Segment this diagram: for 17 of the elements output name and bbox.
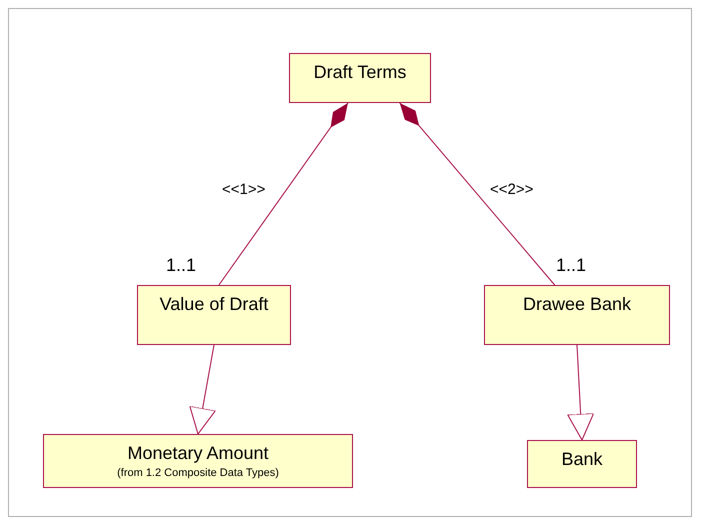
class-note: (from 1.2 Composite Data Types) [116, 467, 280, 479]
class-box [484, 285, 670, 345]
composition-line [218, 102, 348, 286]
multiplicity-label: 1..1 [166, 255, 196, 276]
class-name: Draft Terms [312, 62, 408, 83]
class-box [137, 285, 291, 345]
class-name: Monetary Amount [126, 443, 270, 464]
generalization-arrow [189, 344, 216, 434]
class-box [43, 434, 353, 488]
class-name: Drawee Bank [522, 294, 632, 315]
class-name: Value of Draft [158, 294, 270, 315]
multiplicity-label: 1..1 [556, 255, 586, 276]
composition-line [399, 102, 556, 286]
class-box [289, 53, 431, 103]
class-box [527, 440, 637, 488]
class-name: Bank [560, 449, 604, 470]
generalization-arrow [567, 344, 594, 440]
